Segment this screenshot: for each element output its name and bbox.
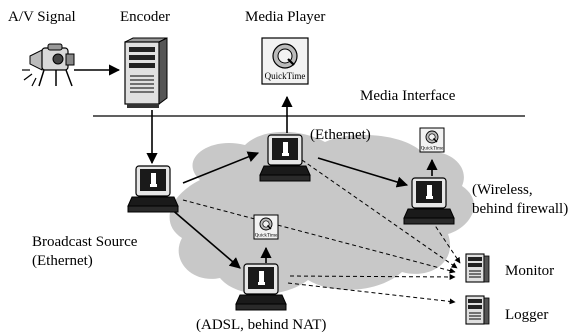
ethernet-to-monitor-dashed bbox=[301, 159, 458, 269]
wireless-peer-label-line2: behind firewall) bbox=[472, 201, 569, 217]
adsl-to-logger-dashed bbox=[287, 282, 456, 305]
source-to-monitor-dashed bbox=[182, 199, 456, 274]
quicktime-label: QuickTime bbox=[265, 71, 306, 81]
media-player-label: Media Player bbox=[245, 9, 326, 25]
network-cloud bbox=[169, 131, 474, 295]
quicktime-adsl-icon: QuickTime bbox=[253, 214, 279, 240]
av-signal-label: A/V Signal bbox=[8, 9, 76, 25]
broadcast-source-label-line1: Broadcast Source bbox=[32, 234, 138, 250]
source-to-ethernet-arrow bbox=[182, 151, 260, 184]
broadcast-source-computer-icon bbox=[127, 165, 179, 213]
adsl-peer-computer-icon bbox=[235, 263, 287, 311]
encoder-server-icon bbox=[124, 37, 168, 108]
ethernet-peer-label: (Ethernet) bbox=[310, 127, 371, 143]
encoder-label: Encoder bbox=[120, 9, 170, 25]
broadcast-source-label-line2: (Ethernet) bbox=[32, 253, 93, 269]
ethernet-to-wireless-arrow bbox=[317, 157, 409, 188]
adsl-peer-label: (ADSL, behind NAT) bbox=[196, 317, 327, 333]
logger-label: Logger bbox=[505, 307, 549, 323]
ethernet-peer-computer-icon bbox=[259, 134, 311, 182]
source-to-adsl-arrow bbox=[169, 207, 241, 269]
quicktime-player-icon: QuickTime bbox=[261, 37, 309, 85]
monitor-label: Monitor bbox=[505, 263, 555, 279]
video-camera-icon bbox=[22, 43, 75, 87]
wireless-peer-label-line1: (Wireless, bbox=[472, 182, 533, 198]
quicktime-small-label: QuickTime bbox=[255, 234, 278, 239]
monitor-server-icon bbox=[465, 253, 490, 283]
logger-server-icon bbox=[465, 295, 490, 325]
quicktime-wireless-icon: QuickTime bbox=[419, 127, 445, 153]
wireless-peer-computer-icon bbox=[403, 177, 455, 225]
quicktime-small-label: QuickTime bbox=[421, 147, 444, 152]
media-interface-label: Media Interface bbox=[360, 88, 456, 104]
